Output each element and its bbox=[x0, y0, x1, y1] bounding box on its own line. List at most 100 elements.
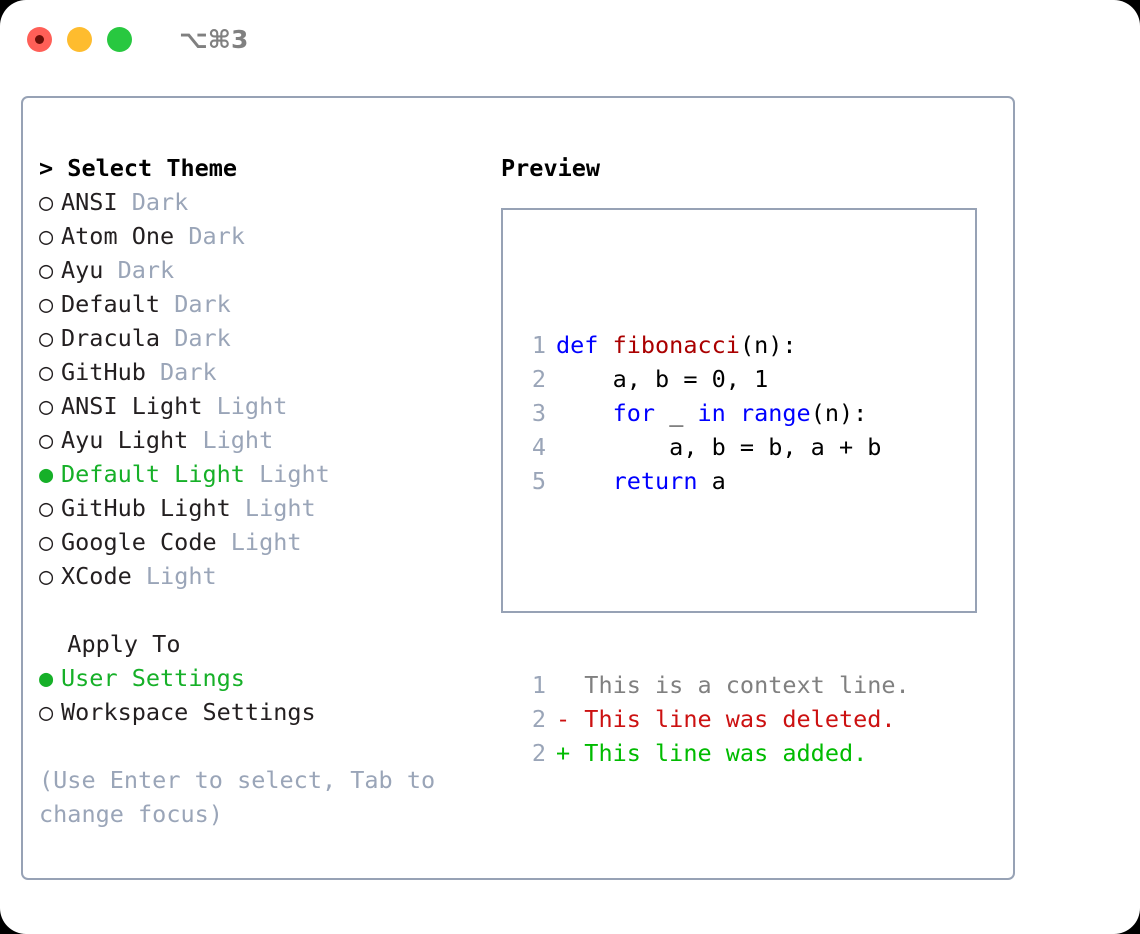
theme-option-label: Default bbox=[61, 290, 161, 318]
theme-picker-panel: > Select Theme ○ANSI Dark○Atom One Dark○… bbox=[39, 151, 499, 831]
theme-option-label: Ayu Light bbox=[61, 426, 189, 454]
close-button[interactable] bbox=[27, 26, 52, 52]
radio-unselected-icon: ○ bbox=[39, 188, 54, 216]
code-blank-line bbox=[520, 566, 910, 600]
theme-variant-badge: Light bbox=[188, 426, 274, 454]
radio-unselected-icon: ○ bbox=[39, 698, 54, 726]
radio-unselected-icon: ○ bbox=[39, 358, 54, 386]
theme-variant-badge: Dark bbox=[103, 256, 175, 284]
theme-option[interactable]: ○Atom One Dark bbox=[39, 219, 499, 253]
hint-line-2: change focus) bbox=[39, 800, 223, 828]
code-token: (n): bbox=[739, 331, 797, 359]
theme-variant-badge: Light bbox=[216, 528, 302, 556]
code-line: 5 return a bbox=[520, 464, 910, 498]
theme-variant-badge: Dark bbox=[117, 188, 189, 216]
diff-text: This line was added. bbox=[584, 739, 868, 767]
diff-line: 1 This is a context line. bbox=[520, 668, 910, 702]
radio-unselected-icon: ○ bbox=[39, 256, 54, 284]
theme-option[interactable]: ○ANSI Light Light bbox=[39, 389, 499, 423]
line-number: 1 bbox=[531, 671, 546, 699]
radio-unselected-icon: ○ bbox=[39, 222, 54, 250]
theme-variant-badge: Light bbox=[230, 494, 316, 522]
theme-option[interactable]: ○Google Code Light bbox=[39, 525, 499, 559]
line-number: 1 bbox=[531, 331, 546, 359]
line-number: 4 bbox=[531, 433, 546, 461]
hint-spacer bbox=[39, 729, 499, 763]
line-number: 3 bbox=[531, 399, 546, 427]
terminal-frame: > Select Theme ○ANSI Dark○Atom One Dark○… bbox=[21, 96, 1015, 880]
diff-marker bbox=[556, 671, 584, 699]
theme-option-label: XCode bbox=[61, 562, 132, 590]
theme-option-label: GitHub bbox=[61, 358, 146, 386]
theme-option[interactable]: ○GitHub Light Light bbox=[39, 491, 499, 525]
theme-option-label: ANSI bbox=[61, 188, 118, 216]
keyboard-shortcut-label: ⌥⌘3 bbox=[179, 24, 249, 54]
radio-selected-icon: ● bbox=[39, 664, 54, 692]
theme-list: ○ANSI Dark○Atom One Dark○Ayu Dark○Defaul… bbox=[39, 185, 499, 593]
code-line: 2 a, b = 0, 1 bbox=[520, 362, 910, 396]
radio-unselected-icon: ○ bbox=[39, 562, 54, 590]
apply-to-option-label: Workspace Settings bbox=[61, 698, 316, 726]
minimize-button[interactable] bbox=[67, 26, 92, 52]
code-token: a bbox=[697, 467, 726, 495]
radio-unselected-icon: ○ bbox=[39, 392, 54, 420]
theme-option-label: Ayu bbox=[61, 256, 104, 284]
theme-option[interactable]: ○ANSI Dark bbox=[39, 185, 499, 219]
code-line: 1 def fibonacci(n): bbox=[520, 328, 910, 362]
diff-line: 2- This line was deleted. bbox=[520, 702, 910, 736]
diff-lines: 1 This is a context line.2- This line wa… bbox=[520, 668, 910, 770]
theme-option[interactable]: ○XCode Light bbox=[39, 559, 499, 593]
theme-variant-badge: Dark bbox=[160, 290, 231, 318]
code-token: fibonacci bbox=[612, 331, 740, 359]
theme-option[interactable]: ●Default Light Light bbox=[39, 457, 499, 491]
radio-selected-icon: ● bbox=[39, 460, 54, 488]
diff-text: This line was deleted. bbox=[584, 705, 896, 733]
apply-to-option-label: User Settings bbox=[61, 664, 245, 692]
code-token: for bbox=[612, 399, 656, 427]
code-token: a, b = b, a + b bbox=[556, 433, 882, 461]
section-spacer bbox=[39, 593, 499, 627]
theme-option[interactable]: ○Ayu Dark bbox=[39, 253, 499, 287]
code-line: 3 for _ in range(n): bbox=[520, 396, 910, 430]
select-theme-header: > Select Theme bbox=[39, 154, 238, 182]
zoom-button[interactable] bbox=[107, 26, 132, 52]
radio-unselected-icon: ○ bbox=[39, 324, 54, 352]
code-token: return bbox=[612, 467, 698, 495]
code-token: in range bbox=[697, 399, 811, 427]
theme-variant-badge: Dark bbox=[145, 358, 217, 386]
theme-variant-badge: Light bbox=[202, 392, 288, 420]
apply-to-option[interactable]: ○Workspace Settings bbox=[39, 695, 499, 729]
apply-to-list: ●User Settings○Workspace Settings bbox=[39, 661, 499, 729]
theme-option-label: GitHub Light bbox=[61, 494, 231, 522]
theme-option[interactable]: ○Dracula Dark bbox=[39, 321, 499, 355]
theme-option[interactable]: ○Default Dark bbox=[39, 287, 499, 321]
radio-unselected-icon: ○ bbox=[39, 528, 54, 556]
radio-unselected-icon: ○ bbox=[39, 290, 54, 318]
code-token: a, b = 0, 1 bbox=[556, 365, 769, 393]
theme-variant-badge: Dark bbox=[160, 324, 231, 352]
theme-option[interactable]: ○Ayu Light Light bbox=[39, 423, 499, 457]
apply-to-option[interactable]: ●User Settings bbox=[39, 661, 499, 695]
preview-title: Preview bbox=[501, 154, 601, 182]
apply-to-header: Apply To bbox=[39, 630, 181, 658]
line-number: 5 bbox=[531, 467, 546, 495]
theme-option-label: ANSI Light bbox=[61, 392, 203, 420]
radio-unselected-icon: ○ bbox=[39, 426, 54, 454]
code-token: def bbox=[556, 331, 613, 359]
code-token: (n): bbox=[810, 399, 868, 427]
theme-option[interactable]: ○GitHub Dark bbox=[39, 355, 499, 389]
diff-marker: - bbox=[556, 705, 585, 733]
code-token bbox=[556, 399, 613, 427]
line-number: 2 bbox=[531, 365, 546, 393]
code-token bbox=[556, 467, 613, 495]
titlebar: ⌥⌘3 bbox=[0, 0, 1140, 78]
code-token: _ bbox=[655, 399, 698, 427]
line-number: 2 bbox=[531, 705, 546, 733]
theme-variant-badge: Light bbox=[244, 460, 330, 488]
theme-option-label: Default Light bbox=[61, 460, 245, 488]
